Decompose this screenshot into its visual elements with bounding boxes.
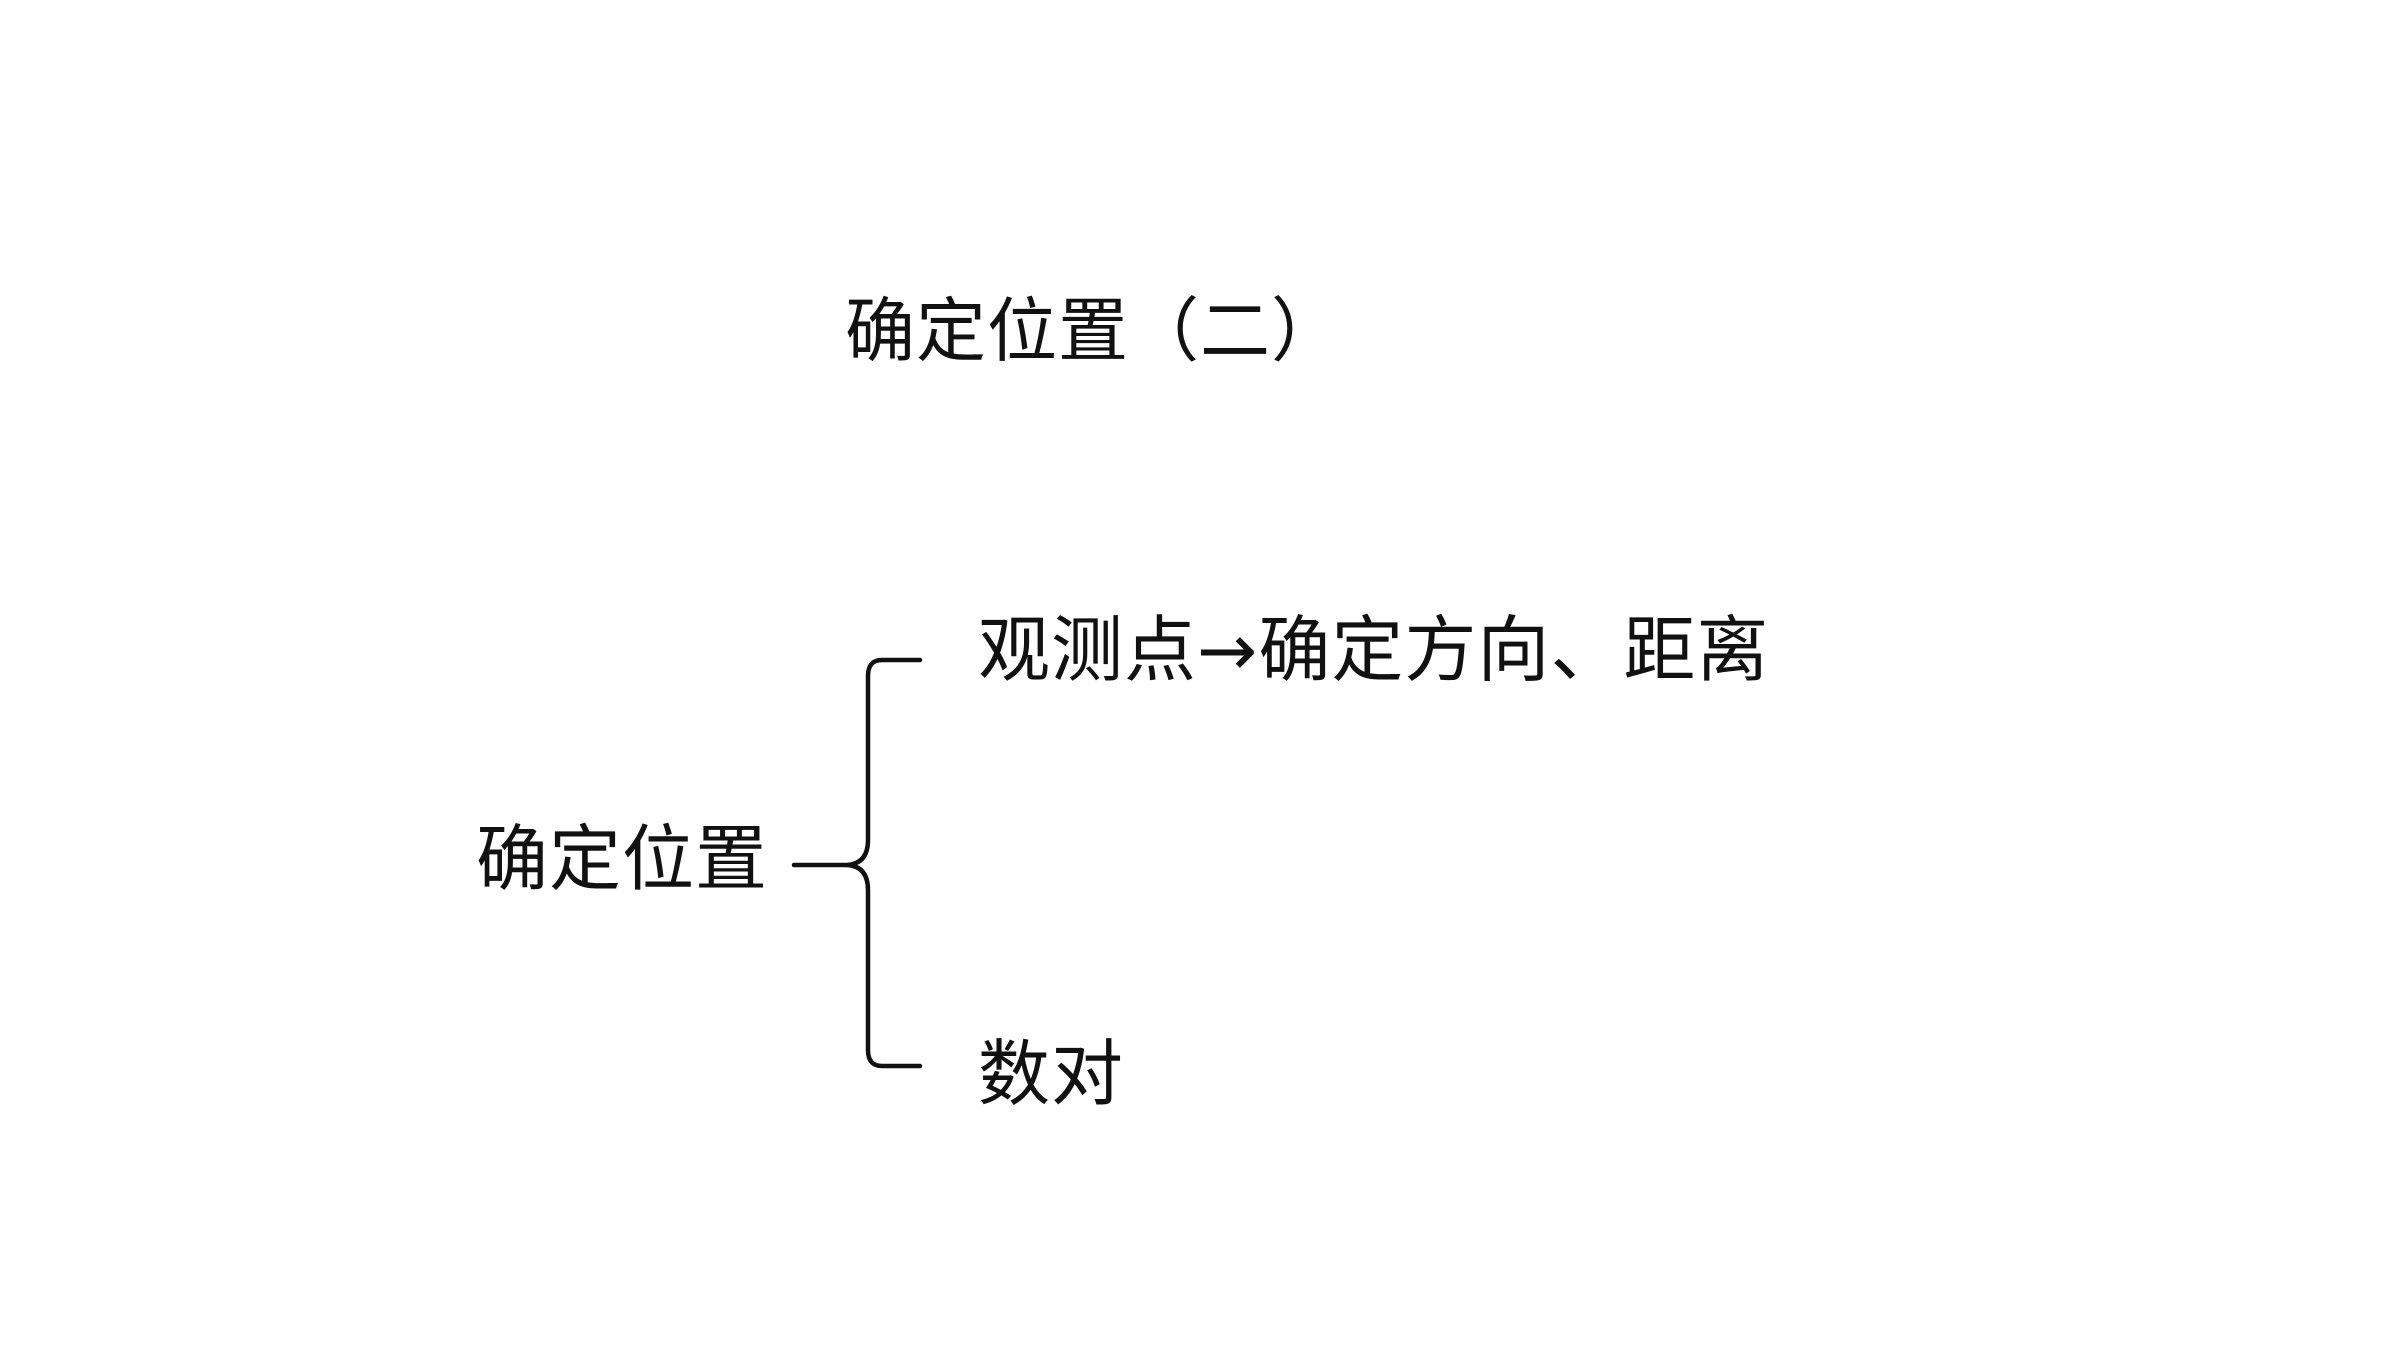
root-node-label: 确定位置 [476, 817, 769, 901]
branch-label-number-pair: 数对 [978, 1032, 1125, 1116]
branch-label-observation-point: 观测点→确定方向、距离 [978, 608, 1770, 692]
slide-title: 确定位置（二） [845, 290, 1342, 372]
curly-brace-connector [791, 657, 923, 1069]
brace-path [845, 657, 923, 1069]
